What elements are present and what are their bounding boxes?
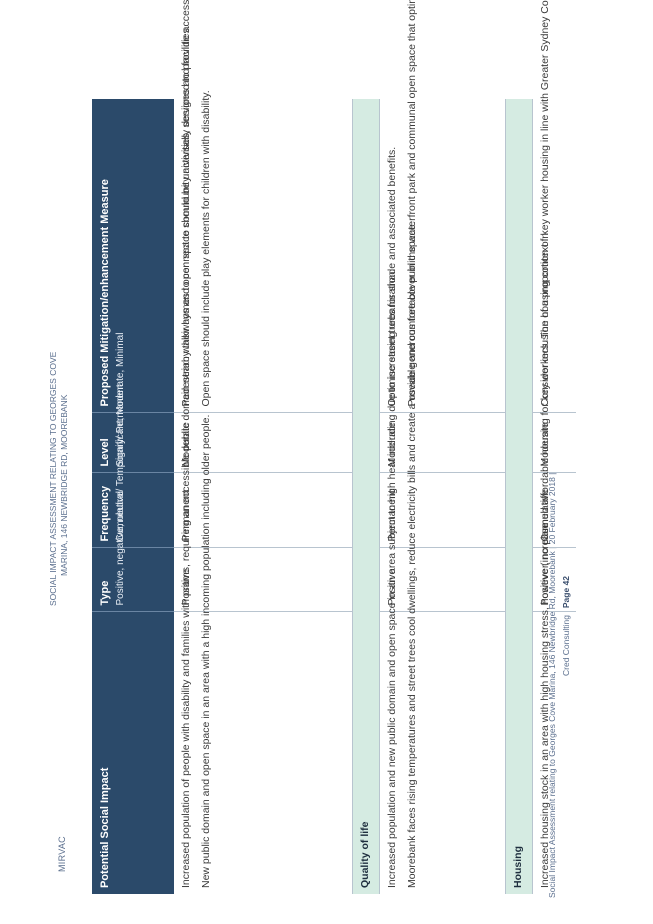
type-cell: Positive (increase [532, 523, 576, 612]
header-level-sub: Significant, Moderate, Minimal [115, 333, 127, 467]
level-cell: Moderate [379, 413, 505, 473]
impact-cell: Increased housing stock in an area with … [532, 233, 576, 894]
measure-cell: Consider inclusion of a proportion of ke… [538, 0, 551, 407]
header-impact: Potential Social Impact [92, 612, 174, 894]
section-label: Quality of life [352, 99, 379, 894]
table-row: Increased population of people with disa… [174, 0, 352, 894]
header-measure: Proposed Mitigation/enhancement Measure [92, 99, 174, 413]
section-row-housing: Housing [505, 99, 532, 894]
table-row: Increased housing stock in an area with … [532, 0, 576, 894]
header-level: LevelSignificant, Moderate, Minimal [92, 333, 174, 473]
measure-cell: Pedestrian walkways and open space shoul… [174, 0, 352, 413]
table-row: Increased population and new public doma… [379, 0, 505, 894]
measure-cell: Optimise street trees for shade and asso… [379, 0, 505, 413]
impact-cell: Increased population and new public doma… [379, 221, 505, 894]
header-frequency-sub: Cumulative/ Temporary/ Permanent [115, 384, 127, 541]
header-type-sub: Positive, negative, neutral [115, 490, 126, 606]
level-cell: Moderate [532, 413, 576, 473]
section-label: Housing [505, 99, 532, 894]
impact-cell: Increased population of people with disa… [174, 25, 352, 894]
section-row-quality-of-life: Quality of life [352, 99, 379, 894]
report-title-line1: SOCIAL IMPACT ASSESSMENT RELATING TO GEO… [48, 351, 58, 606]
report-title: SOCIAL IMPACT ASSESSMENT RELATING TO GEO… [48, 352, 70, 606]
report-title-line2: MARINA, 146 NEWBRIDGE RD, MOOREBANK [59, 394, 69, 576]
header-frequency: FrequencyCumulative/ Temporary/ Permanen… [92, 384, 174, 548]
company-name: MIRVAC [57, 836, 67, 872]
